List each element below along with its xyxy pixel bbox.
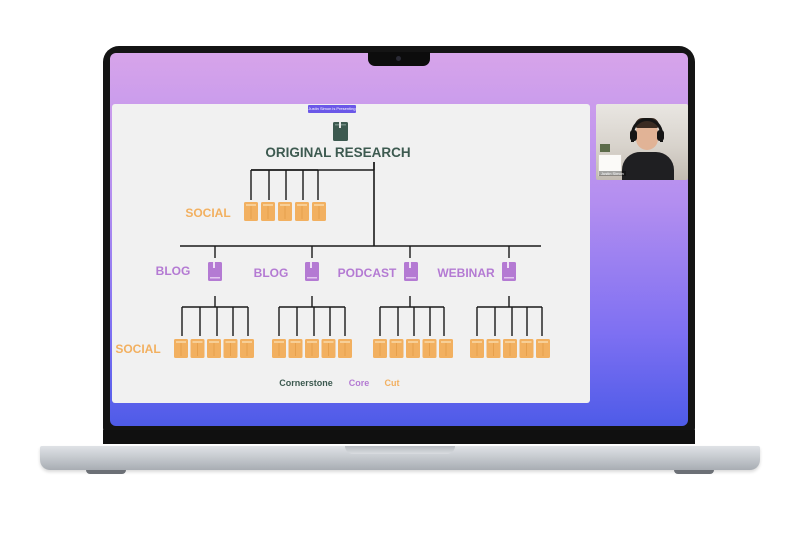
core-book-icon bbox=[502, 262, 516, 281]
cut-box-tab bbox=[424, 341, 435, 343]
core-book-icon bbox=[305, 262, 319, 281]
top-social-connector bbox=[250, 162, 375, 200]
core-book-icons bbox=[208, 262, 516, 281]
core-book-icon bbox=[404, 262, 418, 281]
cut-box-tab bbox=[280, 204, 290, 206]
cut-box-tab bbox=[246, 204, 256, 206]
cut-box-tab bbox=[274, 341, 284, 343]
cut-box-tab bbox=[192, 341, 203, 343]
book-pages bbox=[210, 277, 220, 279]
headphone-earcup bbox=[630, 130, 637, 141]
book-pages bbox=[406, 277, 416, 279]
cut-box-tab bbox=[290, 341, 301, 343]
cut-box-tab bbox=[242, 341, 252, 343]
branch-drops bbox=[214, 246, 510, 258]
book-ribbon bbox=[507, 262, 509, 268]
background-shelf bbox=[598, 154, 622, 176]
branch-label-blog-1: BLOG bbox=[156, 264, 191, 278]
top-social-boxes bbox=[244, 202, 326, 221]
camera-notch bbox=[368, 52, 430, 66]
cut-box-tab bbox=[340, 341, 350, 343]
book-ribbon bbox=[213, 262, 215, 268]
cut-box-tab bbox=[307, 341, 317, 343]
bottom-social-label: SOCIAL bbox=[115, 342, 160, 356]
core-book-icon bbox=[208, 262, 222, 281]
cut-box-tab bbox=[263, 204, 273, 206]
background-plant bbox=[600, 144, 610, 152]
branch-label-webinar: WEBINAR bbox=[437, 266, 495, 280]
cut-box-tab bbox=[408, 341, 418, 343]
cut-box-tab bbox=[391, 341, 402, 343]
legend-cornerstone: Cornerstone bbox=[279, 378, 333, 388]
laptop-foot bbox=[674, 470, 714, 474]
legend-cut: Cut bbox=[385, 378, 400, 388]
cut-box-tab bbox=[505, 341, 515, 343]
cornerstone-book-icon bbox=[333, 122, 348, 141]
cut-box-tab bbox=[176, 341, 186, 343]
cut-box-tab bbox=[538, 341, 548, 343]
speaker-video-tile[interactable]: Justin Simon bbox=[596, 104, 688, 180]
top-social-label: SOCIAL bbox=[185, 206, 230, 220]
bottom-social-boxes bbox=[174, 339, 550, 358]
cut-box-tab bbox=[521, 341, 532, 343]
camera-icon bbox=[396, 56, 401, 61]
diagram-title: ORIGINAL RESEARCH bbox=[265, 145, 410, 160]
speaker-name-label: Justin Simon bbox=[599, 171, 626, 176]
cut-box-tab bbox=[225, 341, 236, 343]
cut-box-tab bbox=[488, 341, 499, 343]
cut-box-tab bbox=[209, 341, 219, 343]
speaker-body bbox=[622, 152, 674, 180]
book-pages bbox=[504, 277, 514, 279]
legend-core: Core bbox=[349, 378, 370, 388]
bottom-social-connectors bbox=[181, 296, 543, 336]
book-ribbon bbox=[409, 262, 411, 268]
branch-label-podcast: PODCAST bbox=[338, 266, 397, 280]
cut-box-tab bbox=[297, 204, 307, 206]
laptop-chin bbox=[103, 430, 695, 444]
branch-label-blog-2: BLOG bbox=[254, 266, 289, 280]
cut-box-tab bbox=[472, 341, 482, 343]
cut-box-tab bbox=[314, 204, 324, 206]
book-ribbon bbox=[310, 262, 312, 268]
cut-box-tab bbox=[323, 341, 334, 343]
cut-box-tab bbox=[375, 341, 385, 343]
cut-box-tab bbox=[441, 341, 451, 343]
laptop-lid-opening bbox=[345, 446, 455, 454]
book-pages bbox=[307, 277, 317, 279]
headphone-earcup bbox=[657, 130, 664, 141]
laptop-foot bbox=[86, 470, 126, 474]
presenting-banner[interactable]: Justin Simon is Presenting bbox=[308, 105, 356, 113]
